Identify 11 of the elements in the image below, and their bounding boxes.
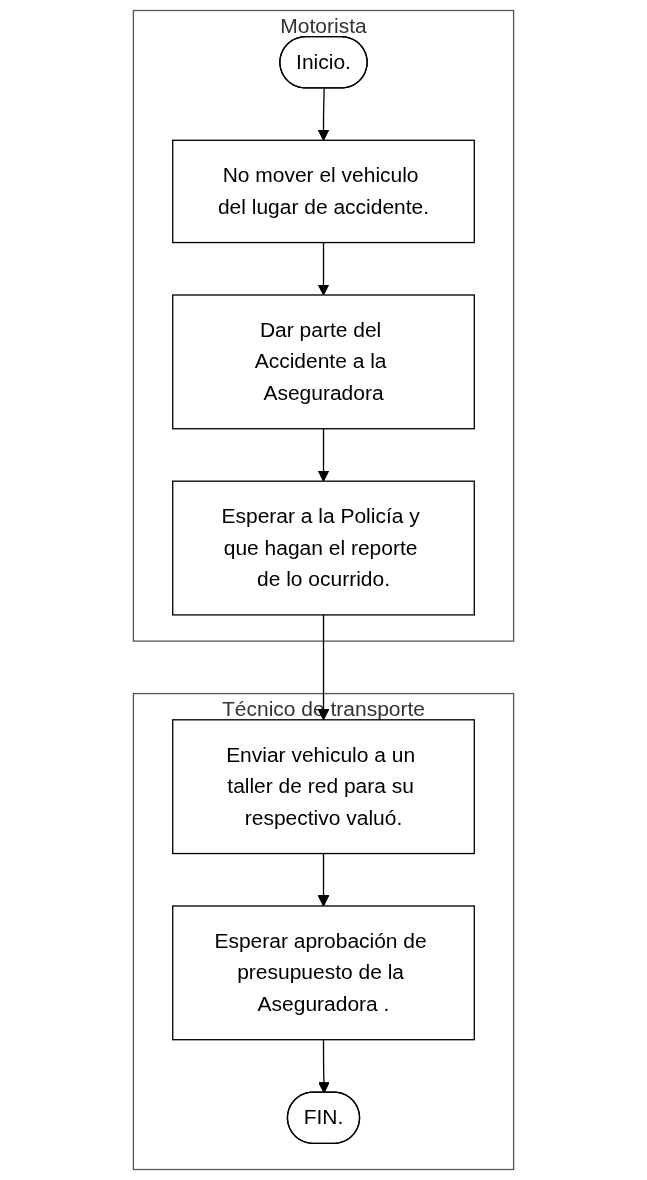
arrow [317, 614, 330, 721]
node-box: Enviar vehiculo a un taller de red para su respectivo valuó. [172, 719, 475, 855]
arrow [317, 852, 330, 907]
arrow [317, 87, 330, 141]
node-box: Esperar a la Policía y que hagan el reporte de lo ocurrido. [172, 480, 475, 616]
arrow [317, 241, 330, 296]
node-box: No mover el vehiculo del lugar de accidente. [172, 139, 475, 244]
node-box: Dar parte del Accidente a la Aseguradora [172, 294, 475, 430]
arrow [318, 1039, 330, 1094]
arrow [317, 428, 330, 482]
node-box: Esperar aprobación de presupuesto de la Aseguradora . [172, 905, 475, 1041]
